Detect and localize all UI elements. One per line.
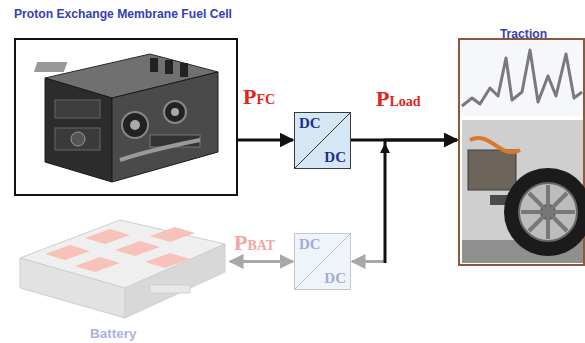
- fuel-cell-node: Proton Exchange Membrane Fuel Cell: [14, 2, 238, 196]
- battery-node: Battery: [14, 212, 229, 343]
- power-connector: [238, 140, 293, 141]
- connector-segment: [385, 140, 457, 263]
- traction-node: Traction: [458, 20, 585, 266]
- converter-text: DC: [324, 149, 346, 166]
- connector-segment: [230, 260, 293, 263]
- power-label: PBAT: [234, 232, 275, 257]
- fuel-cell-illustration: [34, 54, 218, 182]
- power-label: PLoad: [376, 88, 421, 113]
- battery-illustration: [20, 220, 225, 318]
- connector-segment: [238, 139, 293, 142]
- node-heading: Proton Exchange Membrane Fuel Cell: [14, 6, 232, 22]
- traction-illustration: [460, 40, 585, 263]
- connector-segment: [352, 260, 385, 263]
- power-connector: [352, 140, 457, 263]
- converter-text: DC: [299, 236, 321, 253]
- converter-box: DCDC: [294, 112, 351, 169]
- node-heading: Battery: [90, 326, 137, 342]
- converter-text: DC: [324, 270, 346, 287]
- node-heading: Traction: [458, 26, 585, 42]
- power-connector: [230, 261, 293, 262]
- power-label: PFC: [243, 86, 275, 111]
- converter-text: DC: [299, 115, 321, 132]
- converter-box: DCDC: [294, 233, 351, 290]
